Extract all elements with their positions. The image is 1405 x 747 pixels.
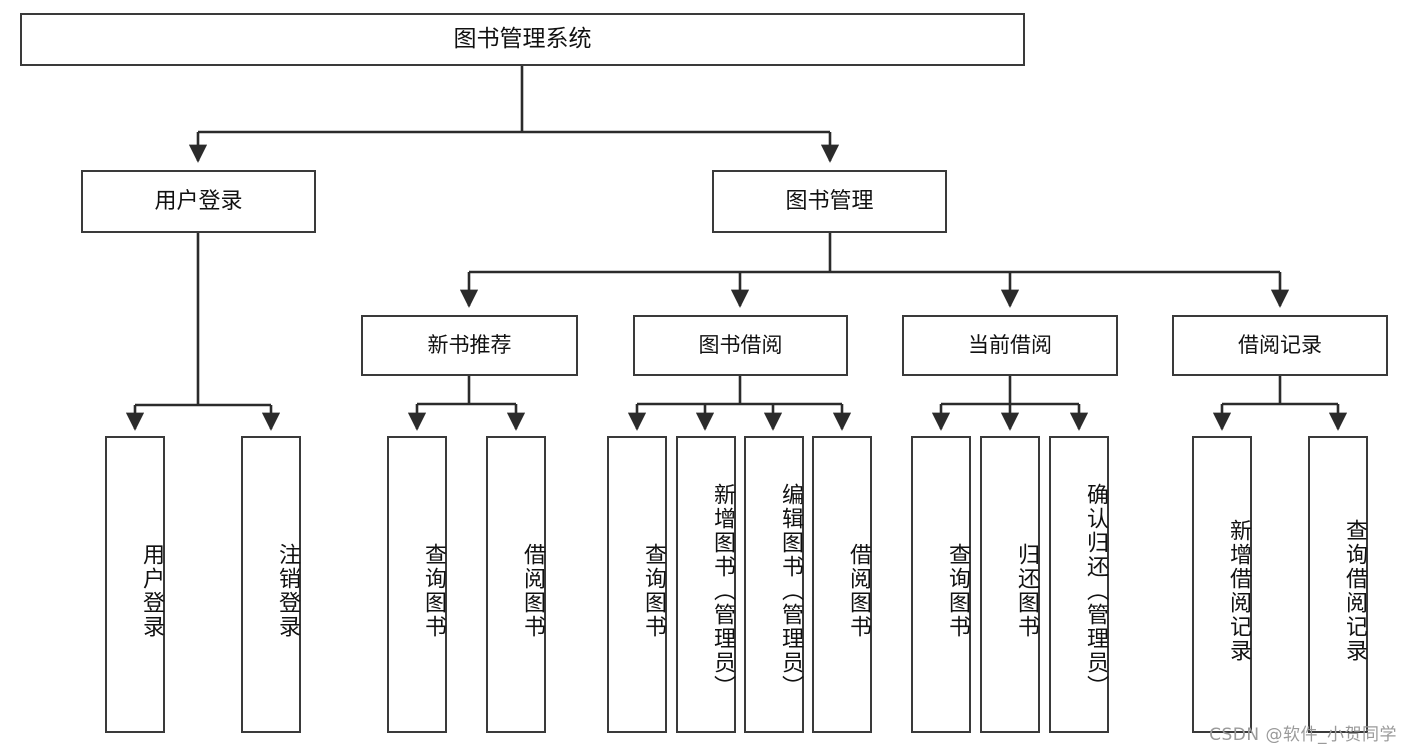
leaf-cb-return-book[interactable]: 归还图书 <box>980 436 1040 733</box>
leaf-br-add-record[interactable]: 新增借阅记录 <box>1192 436 1252 733</box>
node-book-manage-label: 图书管理 <box>785 188 874 214</box>
leaf-br-query-record[interactable]: 查询借阅记录 <box>1308 436 1368 733</box>
leaf-user-logout[interactable]: 注销登录 <box>241 436 301 733</box>
leaf-user-login-label: 用户登录 <box>139 542 164 639</box>
node-root[interactable]: 图书管理系统 <box>20 13 1025 66</box>
node-book-borrow-label: 图书借阅 <box>698 333 783 358</box>
leaf-user-login[interactable]: 用户登录 <box>105 436 165 733</box>
leaf-cb-query-book-label: 查询图书 <box>945 542 970 639</box>
csdn-watermark: CSDN @软件_小贺同学 <box>1209 725 1397 745</box>
node-current-borrow[interactable]: 当前借阅 <box>902 315 1118 376</box>
node-current-borrow-label: 当前借阅 <box>968 333 1052 358</box>
node-new-book-recommend[interactable]: 新书推荐 <box>361 315 578 376</box>
leaf-nbr-borrow-book-label: 借阅图书 <box>520 542 545 639</box>
leaf-bb-query-book-label: 查询图书 <box>641 542 666 639</box>
node-book-borrow[interactable]: 图书借阅 <box>633 315 848 376</box>
leaf-nbr-query-book-label: 查询图书 <box>421 542 446 639</box>
leaf-user-logout-label: 注销登录 <box>275 542 300 639</box>
leaf-bb-edit-book-label: 编辑图书（管理员） <box>778 482 803 699</box>
node-book-manage[interactable]: 图书管理 <box>712 170 947 233</box>
leaf-cb-query-book[interactable]: 查询图书 <box>911 436 971 733</box>
leaf-bb-add-book[interactable]: 新增图书（管理员） <box>676 436 736 733</box>
leaf-cb-return-book-label: 归还图书 <box>1014 542 1039 639</box>
leaf-bb-edit-book[interactable]: 编辑图书（管理员） <box>744 436 804 733</box>
node-borrow-record[interactable]: 借阅记录 <box>1172 315 1388 376</box>
leaf-cb-confirm-return-label: 确认归还（管理员） <box>1083 482 1108 699</box>
leaf-bb-borrow-book-label: 借阅图书 <box>846 542 871 639</box>
node-new-book-recommend-label: 新书推荐 <box>427 333 512 358</box>
leaf-br-query-record-label: 查询借阅记录 <box>1342 518 1367 663</box>
node-root-label: 图书管理系统 <box>453 25 592 52</box>
leaf-bb-query-book[interactable]: 查询图书 <box>607 436 667 733</box>
node-user-login[interactable]: 用户登录 <box>81 170 316 233</box>
leaf-cb-confirm-return[interactable]: 确认归还（管理员） <box>1049 436 1109 733</box>
leaf-bb-add-book-label: 新增图书（管理员） <box>710 482 735 699</box>
node-user-login-label: 用户登录 <box>154 188 243 214</box>
leaf-br-add-record-label: 新增借阅记录 <box>1226 518 1251 663</box>
node-borrow-record-label: 借阅记录 <box>1238 333 1322 358</box>
leaf-bb-borrow-book[interactable]: 借阅图书 <box>812 436 872 733</box>
leaf-nbr-borrow-book[interactable]: 借阅图书 <box>486 436 546 733</box>
leaf-nbr-query-book[interactable]: 查询图书 <box>387 436 447 733</box>
